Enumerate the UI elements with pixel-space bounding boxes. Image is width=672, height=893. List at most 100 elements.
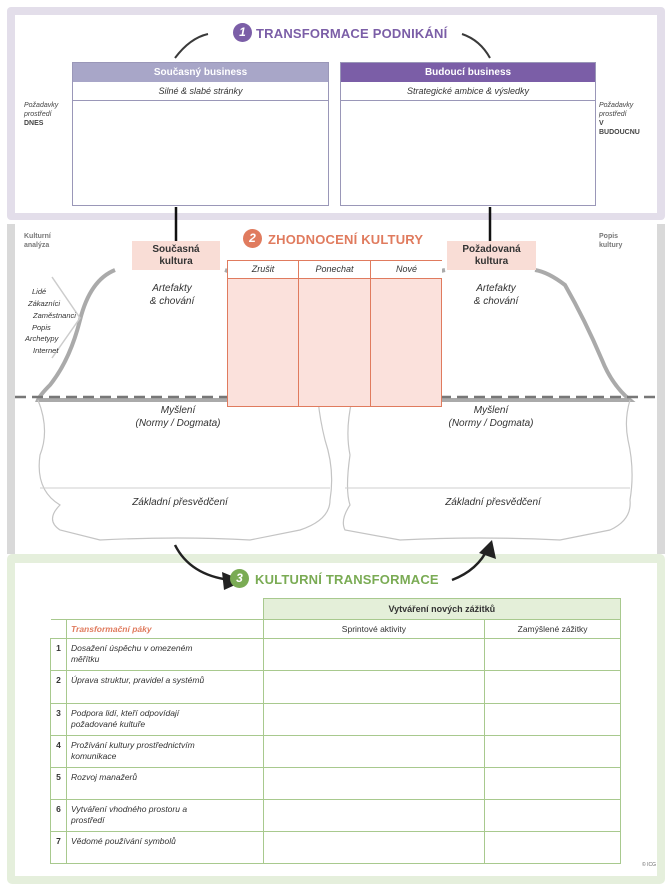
section-1-title: TRANSFORMACE PODNIKÁNÍ — [256, 26, 448, 41]
intended-cell[interactable] — [484, 670, 621, 704]
section-1-number: 1 — [233, 23, 252, 42]
header-keep: Ponechat — [299, 261, 370, 279]
group-header: Vytváření nových zážitků — [262, 598, 622, 620]
iceberg-right-bottom — [342, 399, 633, 541]
current-artifacts-label: Artefakty & chování — [123, 282, 221, 308]
arrow-down-curve — [173, 544, 231, 582]
future-business-box: Budoucí business Strategické ambice & vý… — [340, 62, 596, 206]
lever-line: Prožívání kultury prostřednictvím — [70, 740, 195, 750]
sprint-cell[interactable] — [262, 767, 486, 800]
table-header-row: Transformační páky Sprintové aktivity Za… — [50, 619, 621, 639]
row-number: 4 — [50, 735, 67, 768]
current-culture-label: Současná kultura — [132, 241, 220, 270]
row-number: 1 — [50, 638, 67, 671]
desired-beliefs-label: Základní přesvědčení — [445, 497, 541, 508]
source-item: Archetypy — [25, 334, 59, 343]
sprint-cell[interactable] — [262, 831, 486, 864]
note-line: prostředí — [599, 111, 627, 118]
table-row: 2 Úprava struktur, pravidel a systémů — [50, 670, 621, 704]
lever-line: prostředí — [70, 815, 105, 825]
sources-list: Lidé Zákazníci Zaměstnanci Popis Archety… — [25, 287, 76, 358]
current-thinking-label: Myšlení (Normy / Dogmata) — [108, 404, 248, 430]
sprint-cell[interactable] — [262, 735, 486, 768]
text-line: (Normy / Dogmata) — [448, 418, 534, 429]
empty-cell — [50, 619, 67, 639]
section-3-number: 3 — [230, 569, 249, 588]
change-col-new: Nové — [371, 261, 442, 406]
lever-cell: Úprava struktur, pravidel a systémů — [65, 670, 264, 704]
corner-line: kultury — [599, 242, 623, 249]
lever-line: komunikace — [70, 751, 117, 761]
intended-cell[interactable] — [484, 703, 621, 736]
corner-line: analýza — [24, 242, 50, 249]
section-2-title: ZHODNOCENÍ KULTURY — [268, 232, 424, 247]
lever-line: Podpora lidí, kteří odpovídají — [70, 708, 180, 718]
sprint-cell[interactable] — [262, 670, 486, 704]
sprint-cell[interactable] — [262, 703, 486, 736]
sprint-header: Sprintové aktivity — [262, 619, 486, 639]
text-line: & chování — [473, 296, 519, 307]
label-line: kultura — [159, 256, 193, 267]
arrow-up-head — [479, 540, 496, 559]
corner-line: Popis — [599, 233, 619, 240]
section-1-arc-left — [174, 33, 209, 59]
intended-cell[interactable] — [484, 767, 621, 800]
label-line: Současná — [152, 244, 200, 255]
note-line: BUDOUCNU — [599, 129, 640, 136]
intended-cell[interactable] — [484, 831, 621, 864]
transformation-table: Vytváření nových zážitků Transformační p… — [50, 598, 622, 864]
lever-line: Vytváření vhodného prostoru a — [70, 804, 188, 814]
current-business-box: Současný business Silné & slabé stránky — [72, 62, 329, 206]
row-number: 7 — [50, 831, 67, 864]
sprint-cell[interactable] — [262, 799, 486, 832]
text-line: Artefakty — [152, 283, 192, 294]
row-number: 2 — [50, 670, 67, 704]
intended-cell[interactable] — [484, 638, 621, 671]
source-item: Popis — [32, 323, 51, 332]
text-line: Myšlení — [473, 405, 509, 416]
lever-cell: Rozvoj manažerů — [65, 767, 264, 800]
change-col-remove: Zrušit — [228, 261, 299, 406]
section-2-number: 2 — [243, 229, 262, 248]
intended-cell[interactable] — [484, 735, 621, 768]
note-line: prostředí — [24, 111, 52, 118]
lever-line: Vědomé používání symbolů — [70, 836, 176, 846]
text-line: Artefakty — [476, 283, 516, 294]
future-business-subtitle: Strategické ambice & výsledky — [341, 82, 595, 101]
label-line: Požadovaná — [462, 244, 521, 255]
lever-line: Dosažení úspěchu v omezeném — [70, 643, 193, 653]
requirements-today-note: Požadavky prostředí DNES — [24, 101, 58, 128]
note-line: Požadavky — [599, 102, 634, 109]
change-col-keep: Ponechat — [299, 261, 371, 406]
culture-description-corner: Popis kultury — [599, 232, 622, 250]
intended-cell[interactable] — [484, 799, 621, 832]
iceberg-left-bottom — [37, 399, 333, 541]
header-remove: Zrušit — [228, 261, 298, 279]
requirements-future-note: Požadavky prostředí V BUDOUCNU — [599, 101, 640, 137]
future-business-title: Budoucí business — [341, 63, 595, 82]
desired-culture-label: Požadovaná kultura — [447, 241, 536, 270]
section-1-arc-right — [461, 33, 491, 59]
lever-line: Rozvoj manažerů — [70, 772, 138, 782]
lever-line: Úprava struktur, pravidel a systémů — [70, 675, 205, 685]
note-line: Požadavky — [24, 102, 59, 109]
source-item: Zaměstnanci — [33, 311, 76, 320]
lever-line: požadované kultuře — [70, 719, 146, 729]
sprint-cell[interactable] — [262, 638, 486, 671]
desired-thinking-label: Myšlení (Normy / Dogmata) — [421, 404, 561, 430]
source-item: Zákazníci — [28, 299, 61, 308]
row-number: 5 — [50, 767, 67, 800]
culture-change-table: Zrušit Ponechat Nové — [227, 260, 442, 407]
source-item: Lidé — [32, 287, 47, 296]
row-number: 3 — [50, 703, 67, 736]
text-line: (Normy / Dogmata) — [135, 418, 221, 429]
section-3-title: KULTURNÍ TRANSFORMACE — [255, 572, 439, 587]
sources-chevron — [51, 276, 81, 359]
source-item: Internet — [33, 346, 59, 355]
